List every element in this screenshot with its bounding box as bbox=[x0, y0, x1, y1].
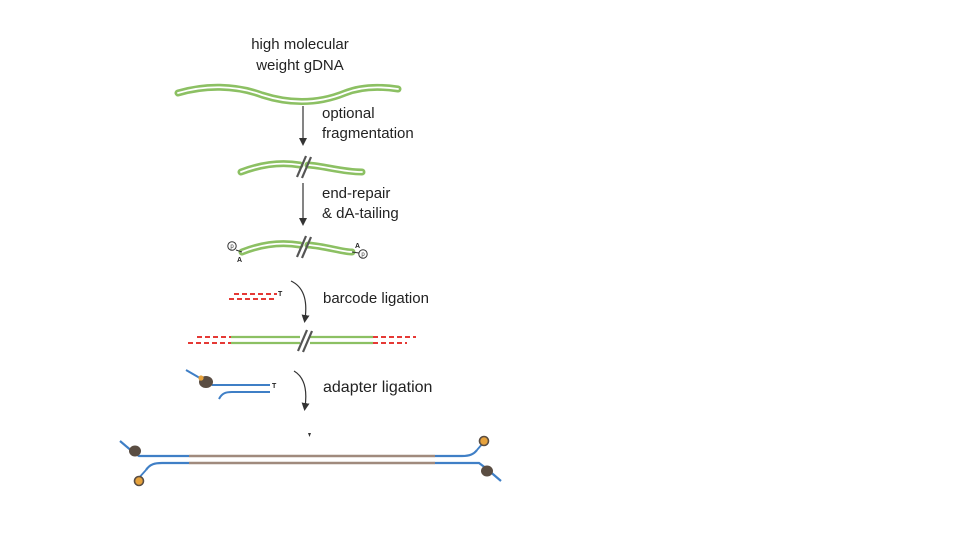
svg-text:p: p bbox=[361, 252, 365, 258]
tether-right bbox=[478, 435, 490, 447]
step1-label-line1: optional bbox=[322, 105, 375, 122]
break-mark-2 bbox=[295, 235, 313, 259]
sequencing-adapter bbox=[185, 369, 270, 400]
barcode-t-overhang: T bbox=[278, 291, 283, 298]
small-tick bbox=[308, 433, 311, 437]
input-label-line1: high molecular bbox=[251, 36, 349, 53]
svg-text:A: A bbox=[355, 243, 360, 250]
barcode-adapter bbox=[229, 293, 277, 300]
right-phosphate-end: p A bbox=[351, 243, 368, 259]
svg-text:A: A bbox=[237, 257, 242, 264]
left-phosphate-end: p A bbox=[227, 241, 243, 264]
step3-label: barcode ligation bbox=[323, 290, 429, 307]
input-label-line2: weight gDNA bbox=[255, 57, 344, 74]
barcoded-dna bbox=[188, 329, 416, 353]
svg-text:p: p bbox=[230, 244, 234, 250]
step2-label-line2: & dA-tailing bbox=[322, 205, 399, 222]
step1-label-line2: fragmentation bbox=[322, 125, 414, 142]
fragmented-dna bbox=[237, 160, 366, 176]
tether-left bbox=[133, 475, 145, 487]
gdna-strand bbox=[174, 83, 402, 105]
final-library-molecule bbox=[119, 435, 502, 487]
step4-arrow bbox=[293, 370, 310, 411]
break-mark bbox=[295, 155, 313, 179]
motor-protein-left bbox=[129, 445, 141, 457]
step3-arrow bbox=[290, 280, 310, 323]
adapter-t-overhang: T bbox=[272, 383, 277, 390]
step4-label: adapter ligation bbox=[323, 379, 432, 396]
step2-label-line1: end-repair bbox=[322, 185, 390, 202]
da-tailed-dna bbox=[238, 240, 356, 256]
motor-protein-right bbox=[481, 465, 493, 477]
